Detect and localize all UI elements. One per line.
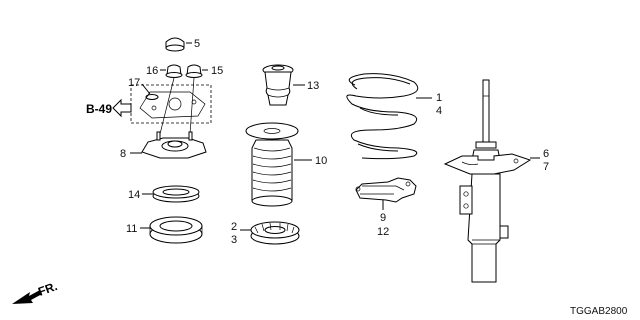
part-16-nut[interactable] <box>160 64 183 78</box>
reference-label[interactable]: B-49 <box>86 102 112 116</box>
callout-13[interactable]: 13 <box>307 80 319 92</box>
part-17-washer[interactable] <box>141 83 159 100</box>
callout-10[interactable]: 10 <box>315 155 327 167</box>
callout-12[interactable]: 12 <box>377 226 389 238</box>
callout-15[interactable]: 15 <box>211 65 223 77</box>
front-direction-label: FR. <box>36 279 59 299</box>
front-arrow-icon <box>12 290 42 304</box>
callout-16[interactable]: 16 <box>146 65 158 77</box>
reference-arrow[interactable] <box>112 98 132 118</box>
reference-box <box>130 77 212 135</box>
callout-6[interactable]: 6 <box>543 148 549 160</box>
callout-9[interactable]: 9 <box>380 212 386 224</box>
part-14-bearing[interactable] <box>142 185 200 203</box>
part-13-bump-stop[interactable] <box>262 64 305 106</box>
diagram-code: TGGAB2800 <box>570 306 628 317</box>
part-10-dust-boot[interactable] <box>245 122 312 207</box>
part-1-4-coil-spring[interactable] <box>346 73 432 160</box>
callout-8[interactable]: 8 <box>120 148 126 160</box>
part-6-7-strut[interactable] <box>443 79 540 283</box>
callout-11[interactable]: 11 <box>126 223 137 235</box>
callout-3[interactable]: 3 <box>231 234 237 246</box>
part-9-12-bracket[interactable] <box>355 177 417 210</box>
part-8-upper-mount[interactable] <box>130 131 207 159</box>
callout-7[interactable]: 7 <box>543 161 549 173</box>
part-2-3-lower-seat[interactable] <box>240 221 300 245</box>
callout-14[interactable]: 14 <box>128 189 140 201</box>
callout-17[interactable]: 17 <box>128 77 140 89</box>
part-5-cap[interactable] <box>165 37 192 52</box>
callout-5[interactable]: 5 <box>194 38 200 50</box>
part-15-nut[interactable] <box>185 64 208 78</box>
callout-2[interactable]: 2 <box>231 221 237 233</box>
callout-4[interactable]: 4 <box>436 105 442 117</box>
part-11-spring-seat[interactable] <box>140 216 203 244</box>
callout-1[interactable]: 1 <box>436 92 442 104</box>
